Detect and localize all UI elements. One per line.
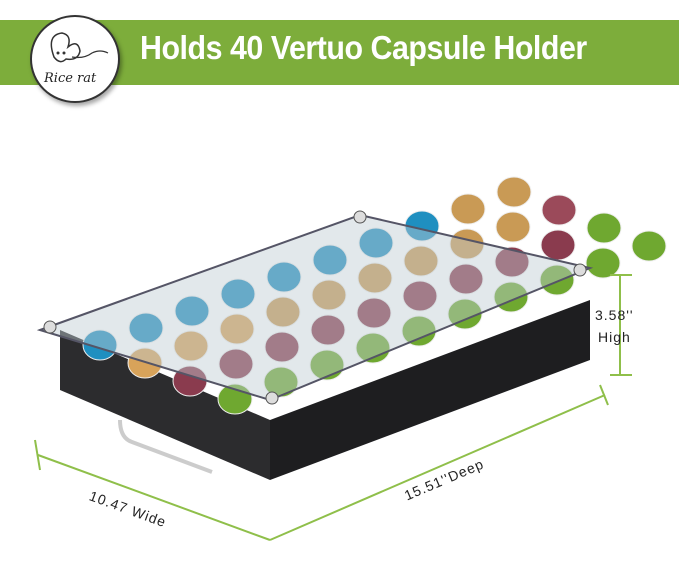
- dimension-lines: [34, 274, 632, 541]
- logo-text: Rice rat: [44, 71, 97, 86]
- capsule: [357, 262, 393, 294]
- drawer-handle: [118, 419, 213, 474]
- capsule: [266, 261, 302, 293]
- capsule: [356, 297, 392, 329]
- capsule: [358, 227, 394, 259]
- capsule: [541, 194, 577, 226]
- capsule: [82, 329, 118, 361]
- capsule: [539, 264, 575, 296]
- capsule: [447, 298, 483, 330]
- capsule: [264, 331, 300, 363]
- capsule: [540, 229, 576, 261]
- capsule-rows: [82, 176, 667, 415]
- drawer-side: [270, 300, 590, 480]
- mouse-icon: [50, 32, 109, 63]
- capsule: [174, 295, 210, 327]
- capsule: [403, 245, 439, 277]
- capsule: [494, 246, 530, 278]
- capsule: [263, 366, 299, 398]
- capsule: [402, 280, 438, 312]
- capsule: [495, 211, 531, 243]
- glass-top: [36, 213, 594, 402]
- drawer-front: [60, 330, 270, 480]
- capsule: [173, 330, 209, 362]
- capsule: [450, 193, 486, 225]
- capsule: [631, 230, 667, 262]
- banner-title: Holds 40 Vertuo Capsule Holder: [140, 29, 587, 66]
- capsule: [218, 348, 254, 380]
- capsule: [312, 244, 348, 276]
- capsule: [355, 332, 391, 364]
- capsule: [311, 279, 347, 311]
- height-value: 3.58'': [595, 307, 634, 323]
- brand-logo: Rice rat: [30, 15, 120, 103]
- capsule: [128, 312, 164, 344]
- capsule: [220, 278, 256, 310]
- capsule: [496, 176, 532, 208]
- capsule: [310, 314, 346, 346]
- capsule: [448, 263, 484, 295]
- capsule: [586, 212, 622, 244]
- capsule: [585, 247, 621, 279]
- capsule: [265, 296, 301, 328]
- capsule: [219, 313, 255, 345]
- height-label: High: [598, 329, 631, 345]
